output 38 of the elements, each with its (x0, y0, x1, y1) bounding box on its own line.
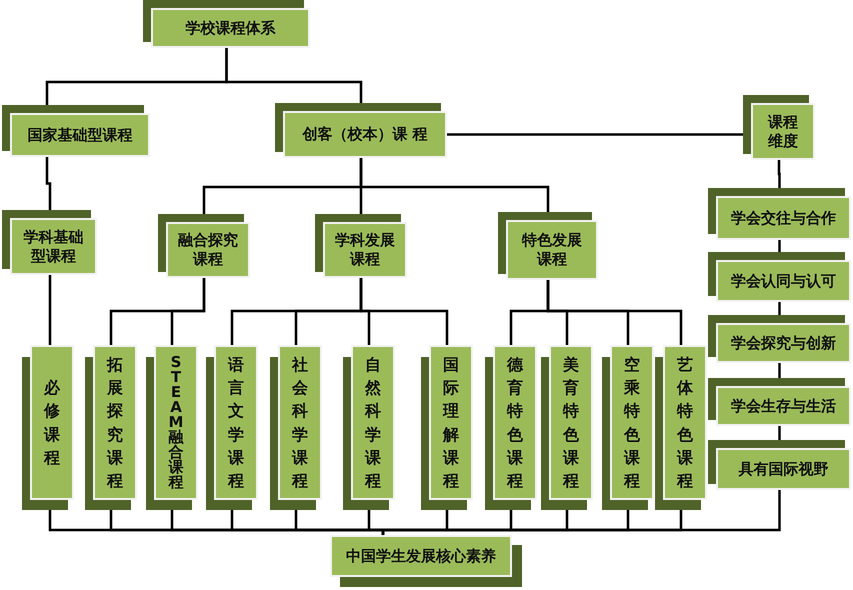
process-box: 创客（校本）课 程 (275, 103, 447, 158)
course-box: 必修课程 (22, 345, 74, 510)
connector-line (546, 280, 682, 345)
process-box: 具有国际视野 (708, 440, 851, 490)
process-box: 学会生存与生活 (708, 378, 851, 426)
connector-line (778, 363, 781, 378)
connector-line (360, 278, 448, 345)
process-box: 学会交往与合作 (708, 188, 851, 240)
course-box: 语言文学课程 (206, 345, 258, 510)
connector-line (778, 426, 781, 440)
course-box: 社会科学课程 (270, 345, 322, 510)
course-box: 拓展探究课程 (85, 345, 137, 510)
process-box: 特色发展课程 (498, 212, 598, 280)
connector-line (46, 157, 52, 210)
process-box: 融合探究课程 (158, 214, 250, 278)
process-box: 课程维度 (743, 95, 815, 160)
connector-line (48, 275, 52, 345)
course-box: 美育特色课程 (541, 345, 593, 510)
connector-line (778, 160, 781, 188)
process-box: 学科发展课程 (315, 214, 407, 278)
connector-line (778, 302, 781, 315)
course-box: 艺体特色课程 (655, 345, 707, 510)
process-box: 学校课程体系 (143, 0, 310, 48)
connector-line (360, 158, 550, 212)
course-box: 自然科学课程 (343, 345, 395, 510)
course-box: 德育特色课程 (485, 345, 537, 510)
process-box: 国家基础型课程 (2, 105, 150, 157)
process-box: 学会探究与创新 (708, 315, 851, 363)
process-box: 学会认同与认可 (708, 252, 851, 302)
connector-line (778, 240, 781, 252)
course-box: 国际理解课程 (421, 345, 473, 510)
connector-line (170, 278, 206, 345)
process-box: 中国学生发展核心素养 (330, 535, 522, 587)
connector-line (225, 48, 362, 103)
course-box: 空乘特色课程 (602, 345, 654, 510)
process-box: 学科基础型课程 (2, 210, 97, 275)
course-box: STEAM融合课程 (146, 345, 198, 510)
connector-line (447, 133, 743, 136)
